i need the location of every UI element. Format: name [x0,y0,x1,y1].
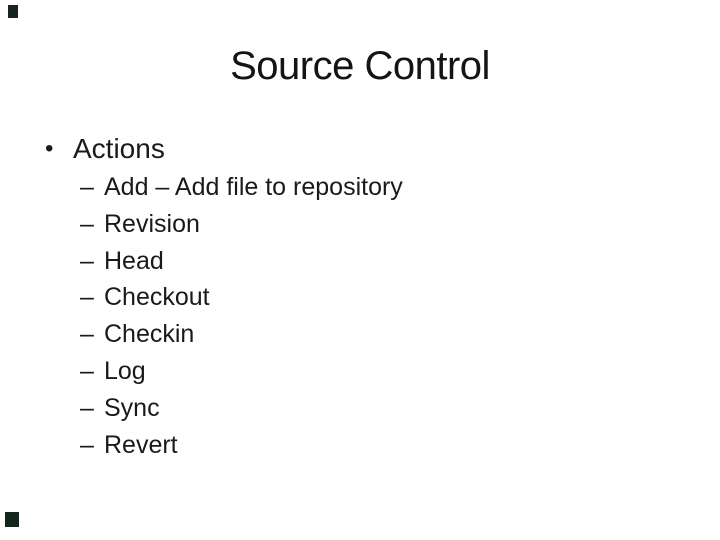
sub-item-list: –Add – Add file to repository –Revision … [80,169,403,463]
dash-icon: – [80,209,94,238]
sub-item-label: Head [104,246,164,275]
sub-item-sync: –Sync [80,390,403,427]
sub-item-checkin: –Checkin [80,316,403,353]
sub-item-checkout: –Checkout [80,279,403,316]
sub-item-label: Revision [104,209,200,238]
corner-marker-top-left [8,5,18,18]
dash-icon: – [80,283,94,312]
sub-item-label: Checkin [104,320,195,349]
dash-icon: – [80,393,94,422]
sub-item-head: –Head [80,243,403,280]
dash-icon: – [80,173,94,201]
dash-icon: – [80,320,94,349]
sub-item-label: Log [104,356,146,385]
bullet-icon: • [45,135,54,162]
corner-marker-bottom-left [5,512,19,527]
sub-item-label: Sync [104,393,160,422]
slide-title: Source Control [230,44,490,88]
sub-item-label: Revert [104,430,178,459]
sub-item-log: –Log [80,353,403,390]
sub-item-revision: –Revision [80,206,403,243]
sub-item-label: Checkout [104,283,210,312]
bullet-item-label: Actions [73,133,165,164]
dash-icon: – [80,356,94,385]
dash-icon: – [80,430,94,459]
bullet-item-actions: • Actions [45,132,165,166]
sub-item-label: Add – Add file to repository [104,173,403,201]
sub-item-revert: –Revert [80,427,403,464]
dash-icon: – [80,246,94,275]
sub-item-add: –Add – Add file to repository [80,169,403,206]
